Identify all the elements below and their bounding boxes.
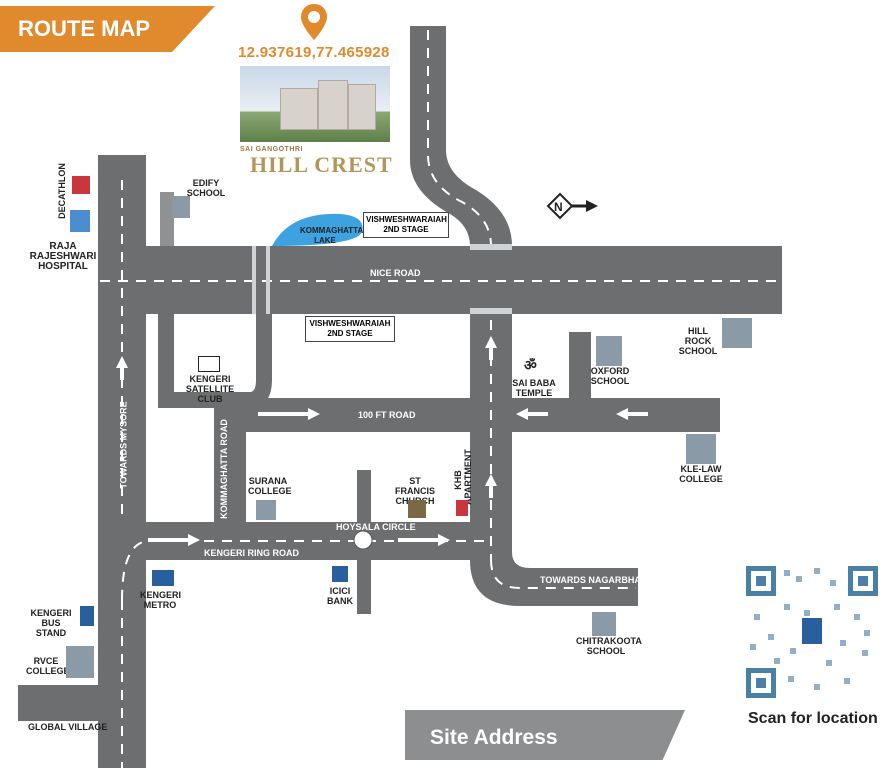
site-address-bar xyxy=(405,710,685,760)
om-icon: ॐ xyxy=(524,357,537,373)
hoysala-circle-marker xyxy=(353,530,373,550)
bus-icon xyxy=(80,606,94,626)
hoysala-label: HOYSALA CIRCLE xyxy=(336,522,416,532)
rvce-icon xyxy=(66,646,94,678)
kommaghatta-lake-label: KOMMAGHATTA LAKE xyxy=(300,226,364,245)
kle-icon xyxy=(686,434,716,464)
khb-icon xyxy=(456,500,468,516)
svg-text:N: N xyxy=(554,200,563,214)
route-map-title: ROUTE MAP xyxy=(18,16,150,41)
north-compass-icon: N xyxy=(546,192,598,220)
chitrakoota-icon xyxy=(592,612,616,636)
vish2-bottom-box: VISHWESHWARAIAH 2ND STAGE xyxy=(305,316,395,342)
hill-rock-label: HILL ROCK SCHOOL xyxy=(678,326,718,356)
arrow-east-ring-a xyxy=(148,534,200,546)
satellite-club-loop xyxy=(158,246,272,408)
location-qr-code[interactable] xyxy=(744,564,880,700)
brand-main: HILL CREST xyxy=(250,152,393,177)
club-icon xyxy=(198,356,220,372)
arrow-west-100ft-a xyxy=(516,408,548,420)
surana-icon xyxy=(256,500,276,520)
location-pin-icon xyxy=(301,4,327,40)
ring-road-curve xyxy=(98,522,146,600)
hill-rock-icon xyxy=(722,318,752,348)
edify-label: EDIFY SCHOOL xyxy=(186,178,226,198)
arrow-east-100ft xyxy=(258,408,320,420)
kengeri-club-label: KENGERI SATELLITE CLUB xyxy=(185,374,235,404)
oxford-label: OXFORD SCHOOL xyxy=(590,366,630,386)
kempegowda-road xyxy=(410,26,512,246)
kommaghatta-lake-shape xyxy=(272,213,363,246)
brand-sub: SAI GANGOTHRI xyxy=(240,146,303,153)
kommaghatta-road-label: KOMMAGHATTA ROAD xyxy=(218,419,229,519)
kommaghatta-road xyxy=(214,398,246,522)
raja-rajeshwari-label: RAJA RAJESHWARI HOSPITAL xyxy=(29,241,97,272)
khb-label: KHB APARTMENT xyxy=(453,449,473,505)
oxford-icon xyxy=(596,336,622,366)
towards-nagarbhavi-label: TOWARDS NAGARBHAVI xyxy=(540,575,649,585)
kengeri-bus-label: KENGERI BUS STAND xyxy=(30,608,72,638)
arrow-north-khb-top xyxy=(485,336,497,360)
kengeri-metro-label: KENGERI METRO xyxy=(140,590,182,610)
rvce-label: RVCE COLLEGE xyxy=(26,656,70,676)
vish2-top-box: VISHWESHWARAIAH 2ND STAGE xyxy=(363,212,449,238)
project-photo xyxy=(240,66,390,142)
decathlon-icon xyxy=(72,176,90,194)
church-icon xyxy=(408,500,426,518)
global-village-label: GLOBAL VILLAGE xyxy=(28,722,108,732)
arrow-north-khb-bottom xyxy=(485,474,497,498)
arrow-north-mysore xyxy=(116,356,128,380)
towards-kempegowda-label: TOWARDS KEMPEGOWDA LAYOUT xyxy=(462,7,473,163)
towards-mysore-label: TOWARDS MYSORE xyxy=(118,401,129,489)
site-coordinates: 12.937619,77.465928 xyxy=(238,44,390,61)
arrow-east-ring-b xyxy=(398,534,450,546)
hundred-ft-road-label: 100 FT ROAD xyxy=(358,410,416,420)
hospital-icon xyxy=(70,210,90,232)
kle-label: KLE-LAW COLLEGE xyxy=(679,464,723,484)
chitrakoota-label: CHITRAKOOTA SCHOOL xyxy=(576,636,642,656)
surana-label: SURANA COLLEGE xyxy=(248,476,292,496)
site-address-label: Site Address xyxy=(430,726,558,749)
scan-for-location-label: Scan for location xyxy=(748,710,878,727)
bank-icon xyxy=(332,566,348,582)
decathlon-label: DECATHLON xyxy=(56,163,67,219)
nagarbhavi-road xyxy=(470,540,638,606)
oxford-stub xyxy=(569,332,591,398)
metro-icon xyxy=(152,570,174,586)
nice-road-label: NICE ROAD xyxy=(370,268,421,278)
arrow-west-100ft-b xyxy=(616,408,648,420)
global-village-road xyxy=(18,685,128,721)
kengeri-ring-road-label: KENGERI RING ROAD xyxy=(204,548,300,558)
sai-baba-label: SAI BABA TEMPLE xyxy=(512,378,556,398)
edify-stub xyxy=(160,192,174,246)
edify-icon xyxy=(172,196,190,218)
icici-label: ICICI BANK xyxy=(327,586,353,606)
